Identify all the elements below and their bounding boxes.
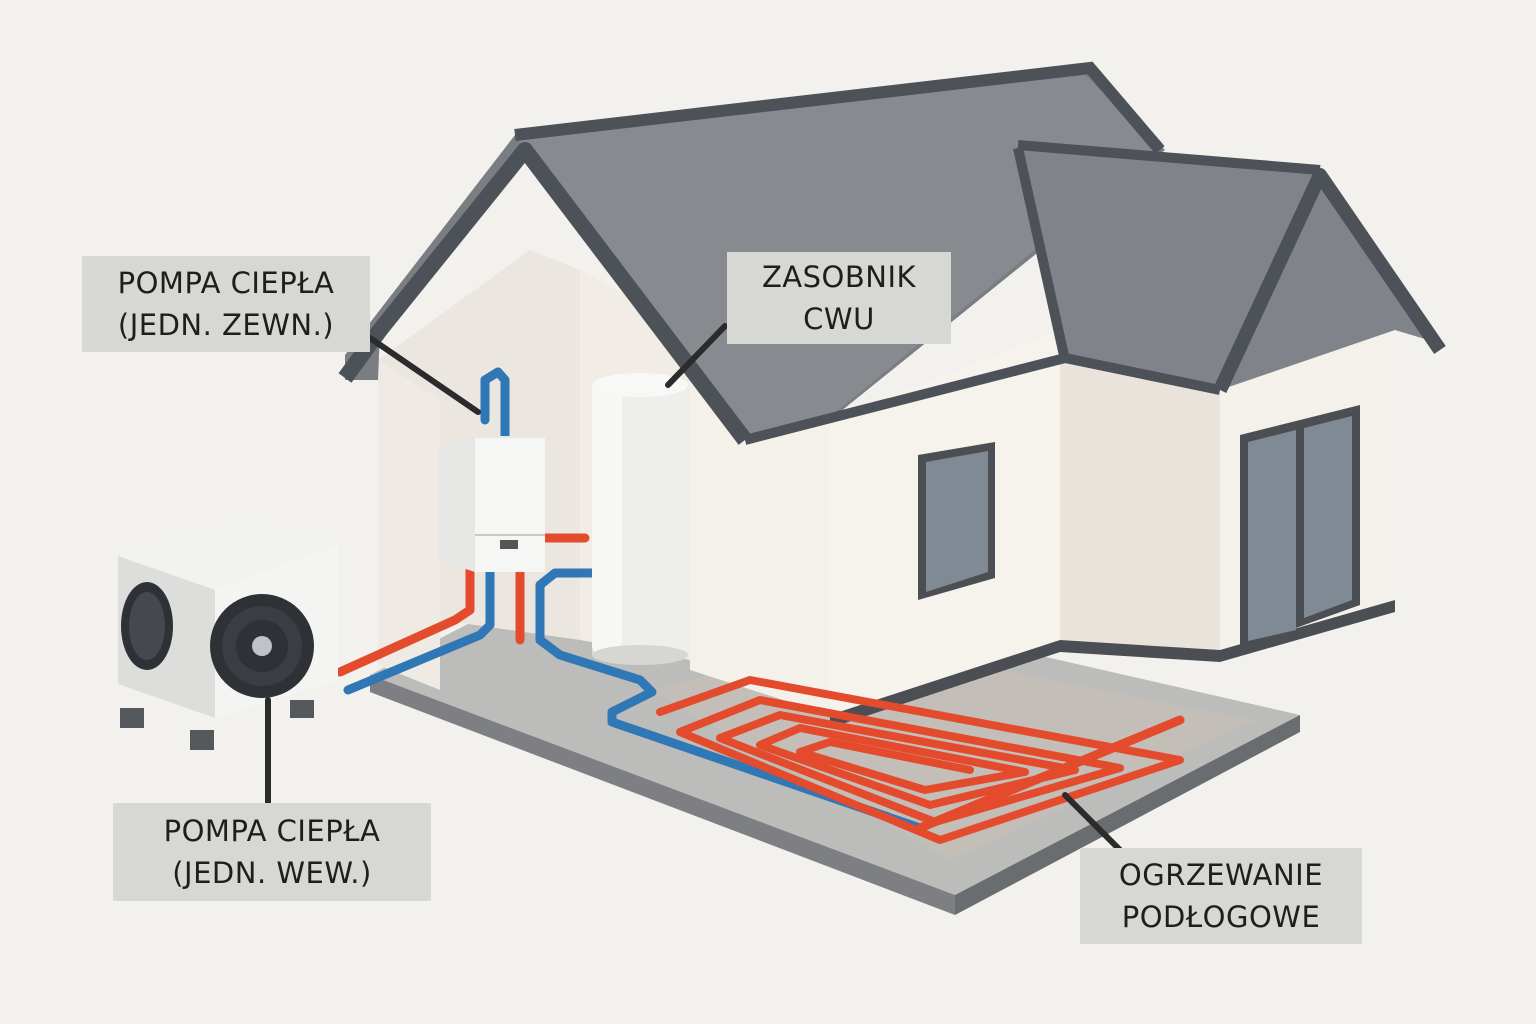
fan-icon <box>121 582 314 698</box>
label-outdoor-unit: POMPA CIEPŁA (JEDN. ZEWN.) <box>82 256 370 352</box>
label-indoor-unit-line2: (JEDN. WEW.) <box>172 856 372 890</box>
label-hot-water-tank-line2: CWU <box>803 302 875 336</box>
hot-water-tank <box>592 373 688 665</box>
label-indoor-unit-line1: POMPA CIEPŁA <box>163 814 381 848</box>
windows <box>918 405 1360 648</box>
label-outdoor-unit-line2: (JEDN. ZEWN.) <box>117 308 335 342</box>
label-hot-water-tank: ZASOBNIK CWU <box>727 252 951 344</box>
outdoor-unit <box>118 520 338 750</box>
leader-lines <box>265 323 1128 858</box>
label-indoor-unit: POMPA CIEPŁA (JEDN. WEW.) <box>113 803 431 901</box>
label-hot-water-tank-line1: ZASOBNIK <box>761 260 917 294</box>
label-outdoor-unit-line1: POMPA CIEPŁA <box>117 266 335 300</box>
indoor-unit-box <box>438 436 545 572</box>
label-floor-heating-line2: PODŁOGOWE <box>1121 900 1321 934</box>
label-floor-heating-line1: OGRZEWANIE <box>1118 858 1324 892</box>
label-floor-heating: OGRZEWANIE PODŁOGOWE <box>1080 848 1362 944</box>
